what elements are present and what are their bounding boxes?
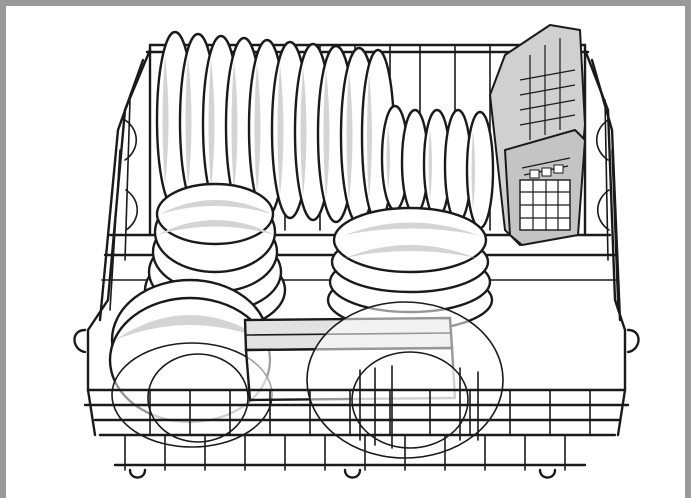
cutlery-basket — [489, 24, 586, 246]
rack-side-frames — [73, 48, 640, 392]
rack-front-rails — [83, 388, 630, 437]
rack-bottom-base — [113, 434, 587, 479]
large-plates-back-row — [155, 30, 396, 226]
